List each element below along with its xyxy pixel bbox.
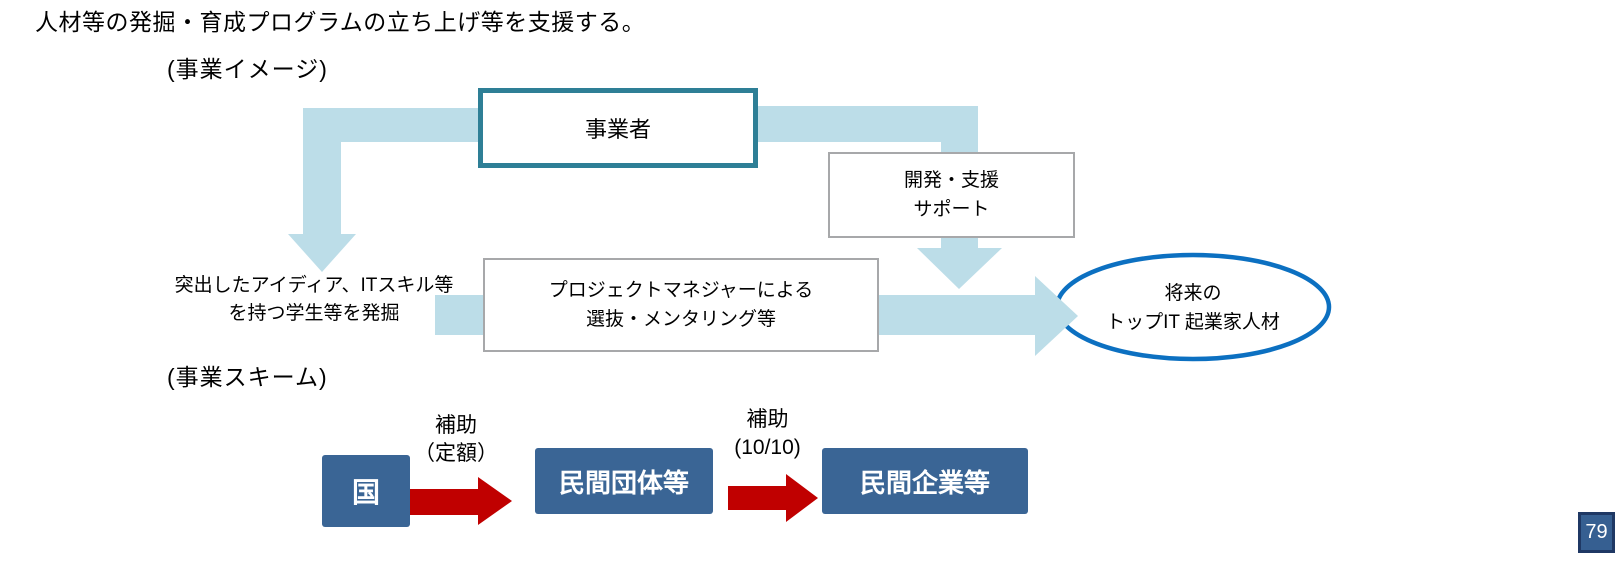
discover-line2: を持つ学生等を発掘 — [228, 302, 400, 324]
node-country: 国 — [322, 455, 410, 527]
discover-students-text: 突出したアイディア、ITスキル等 を持つ学生等を発掘 — [158, 272, 470, 327]
subsidy-label-10-10: 補助 (10/10) — [700, 406, 835, 463]
dev-support-box: 開発・支援 サポート — [828, 152, 1075, 238]
future-line2: トップIT 起業家人材 — [1106, 311, 1280, 333]
subsidy1-line2: （定額） — [414, 442, 498, 466]
pm-line2: 選抜・メンタリング等 — [585, 309, 776, 330]
node-corp-label: 民間企業等 — [859, 467, 990, 498]
section-label-business-scheme: (事業スキーム) — [167, 364, 328, 390]
page-number-value: 79 — [1585, 521, 1608, 543]
page-number-badge: 79 — [1578, 512, 1615, 553]
pm-line1: プロジェクトマネジャーによる — [548, 279, 814, 301]
future-talent-label: 将来の トップIT 起業家人材 — [1057, 280, 1329, 337]
dev-support-line2: サポート — [913, 199, 990, 220]
node-org-label: 民間団体等 — [558, 467, 689, 498]
business-operator-box: 事業者 — [478, 88, 758, 168]
subsidy-label-fixed-amount: 補助 （定額） — [392, 412, 520, 469]
section-label-business-image: (事業イメージ) — [167, 56, 328, 82]
discover-line1: 突出したアイディア、ITスキル等 — [174, 275, 454, 296]
business-operator-label: 事業者 — [584, 117, 651, 142]
heading-support-statement: 人材等の発掘・育成プログラムの立ち上げ等を支援する。 — [35, 9, 646, 35]
red-arrow-subsidy-1-icon — [410, 477, 512, 525]
future-line1: 将来の — [1164, 283, 1222, 304]
node-private-organization: 民間団体等 — [535, 448, 713, 514]
node-private-company: 民間企業等 — [822, 448, 1028, 514]
node-country-label: 国 — [351, 477, 380, 508]
project-manager-box: プロジェクトマネジャーによる 選抜・メンタリング等 — [483, 258, 879, 352]
subsidy2-line2: (10/10) — [734, 436, 801, 460]
subsidy2-line1: 補助 — [746, 408, 789, 431]
arrow-elbow-down-left-icon — [288, 108, 479, 272]
red-arrow-subsidy-2-icon — [728, 474, 818, 522]
subsidy1-line1: 補助 — [435, 414, 477, 437]
dev-support-line1: 開発・支援 — [903, 169, 999, 191]
